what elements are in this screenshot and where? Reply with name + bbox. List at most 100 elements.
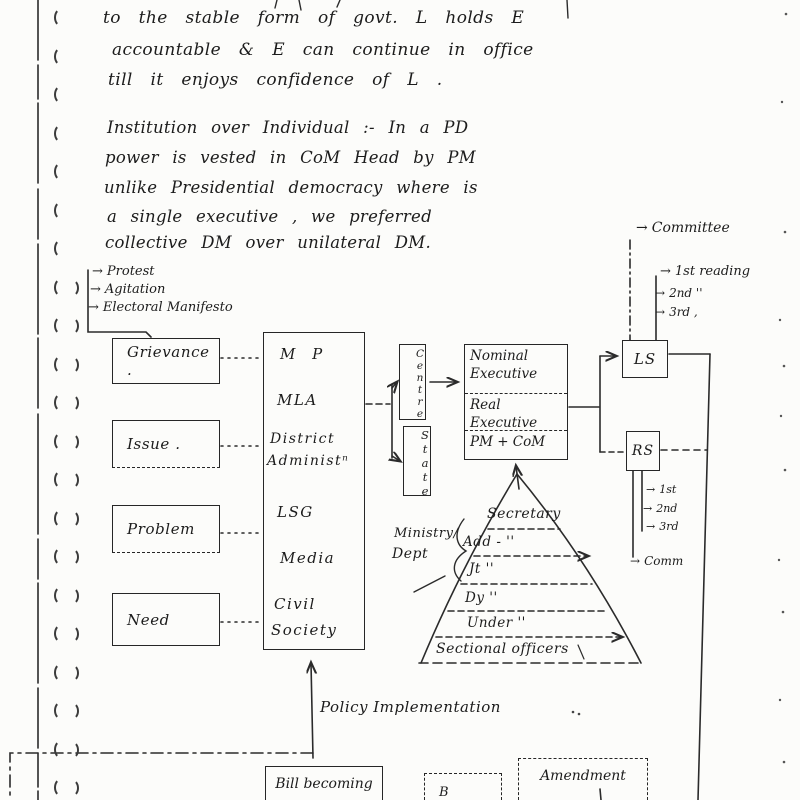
pm-com-cell: PM + CoM bbox=[465, 430, 567, 457]
arrow-right-icon: → bbox=[660, 264, 671, 279]
text-line: power is vested in CoM Head by PM bbox=[105, 148, 476, 167]
pyramid-level-label: Dy '' bbox=[465, 590, 498, 606]
spiral-binding-mark bbox=[54, 547, 79, 566]
spiral-binding-mark bbox=[54, 46, 69, 66]
ls-label: LS bbox=[633, 350, 657, 368]
spiral-binding-mark bbox=[54, 701, 79, 720]
text-line: Institution over Individual :- In a PD bbox=[107, 118, 469, 137]
state-label: State bbox=[418, 427, 432, 498]
stage-label: Issue . bbox=[127, 435, 181, 453]
stage-label: Grievance . bbox=[127, 343, 210, 379]
spiral-binding-mark bbox=[54, 393, 79, 412]
rs-reading-item: →2nd bbox=[643, 502, 677, 515]
input-item-agitation: →Agitation bbox=[90, 282, 165, 297]
rs-committee-item: →Comm bbox=[630, 554, 683, 568]
spiral-binding-mark bbox=[54, 316, 79, 335]
policy-connector bbox=[311, 663, 313, 759]
spiral-binding-mark bbox=[54, 624, 79, 643]
spiral-binding-mark bbox=[54, 8, 69, 27]
reading-label: 2nd '' bbox=[669, 286, 703, 300]
executive-connectors bbox=[568, 356, 624, 453]
input-label: Electoral Manifesto bbox=[102, 300, 233, 315]
rs-reading-item: →3rd bbox=[646, 520, 679, 533]
pyramid-level-label: Sectional officers bbox=[436, 641, 569, 657]
reading-label: 1st bbox=[659, 483, 677, 496]
arrow-right-icon: → bbox=[630, 554, 641, 568]
rs-reading-item: →1st bbox=[646, 483, 676, 496]
executive-box: Nominal Executive Real Executive PM + Co… bbox=[464, 344, 568, 460]
centre-label: Centre bbox=[414, 347, 426, 420]
pyramid-level-label: Under '' bbox=[467, 615, 526, 631]
spiral-binding-mark bbox=[54, 162, 69, 181]
partial-box: B bbox=[424, 773, 502, 800]
arrow-right-icon: → bbox=[90, 282, 101, 297]
arrow-right-icon: → bbox=[636, 220, 648, 236]
arrow-right-icon: → bbox=[643, 502, 653, 515]
policy-implementation-label: Policy Implementation bbox=[320, 698, 501, 716]
text-line: collective DM over unilateral DM. bbox=[105, 233, 432, 252]
stray-ink-marks bbox=[571, 644, 585, 716]
spiral-binding-mark bbox=[54, 85, 69, 104]
reading-label: 1st reading bbox=[674, 264, 751, 279]
actor-label: MLA bbox=[277, 391, 318, 409]
spiral-binding-mark bbox=[54, 354, 79, 374]
ls-reading-item: →1st reading bbox=[660, 264, 750, 279]
input-label: Protest bbox=[106, 264, 155, 279]
right-edge-specks bbox=[777, 12, 788, 764]
stage-label: Problem bbox=[127, 520, 195, 538]
committee-item: →Committee bbox=[636, 220, 730, 236]
comm-label: Comm bbox=[644, 554, 684, 568]
centre-box: Centre bbox=[399, 344, 426, 420]
actor-label: LSG bbox=[277, 503, 314, 521]
state-box: State bbox=[403, 426, 432, 498]
reading-label: 3rd , bbox=[669, 305, 698, 319]
spiral-binding-mark bbox=[54, 431, 79, 451]
partial-label: B bbox=[439, 785, 449, 800]
input-item-protest: →Protest bbox=[92, 264, 155, 279]
bill-label: Bill becoming bbox=[275, 776, 373, 792]
need-box: Need bbox=[112, 593, 220, 646]
text-line: accountable & E can continue in office bbox=[112, 40, 534, 60]
issue-box: Issue . bbox=[112, 420, 220, 468]
actor-label: Civil bbox=[274, 595, 316, 613]
ministry-label: Ministry/ bbox=[394, 526, 459, 541]
spiral-binding-mark bbox=[54, 123, 69, 143]
text-line: unlike Presidential democracy where is bbox=[104, 178, 478, 197]
house-connectors bbox=[632, 353, 711, 800]
stage-connectors bbox=[220, 357, 263, 623]
dept-label: Dept bbox=[392, 546, 429, 562]
spiral-binding-mark bbox=[54, 739, 79, 759]
stage-label: Need bbox=[127, 610, 170, 629]
rs-label: RS bbox=[631, 443, 655, 459]
actor-label: Society bbox=[271, 621, 338, 639]
spiral-binding-mark bbox=[54, 470, 79, 489]
committee-label: Committee bbox=[651, 220, 730, 236]
actors-box: M P MLA District Administⁿ LSG Media Civ… bbox=[263, 332, 365, 650]
actor-label: Administⁿ bbox=[267, 453, 350, 469]
text-line: a single executive , we preferred bbox=[107, 207, 432, 226]
real-executive-cell: Real Executive bbox=[465, 393, 567, 431]
spiral-binding-mark bbox=[54, 662, 79, 682]
input-item-manifesto: →Electoral Manifesto bbox=[88, 300, 233, 315]
pyramid-level-label: Add - '' bbox=[463, 534, 515, 550]
pyramid-level-label: Secretary bbox=[487, 506, 561, 522]
spiral-binding-mark bbox=[54, 277, 79, 297]
actor-label: District bbox=[270, 431, 336, 447]
reading-label: 2nd bbox=[656, 502, 678, 515]
spiral-binding-mark bbox=[54, 508, 79, 528]
arrow-right-icon: → bbox=[655, 286, 666, 300]
lok-sabha-box: LS bbox=[622, 340, 668, 378]
actor-label: Media bbox=[280, 549, 336, 567]
text-line: till it enjoys confidence of L . bbox=[108, 70, 443, 90]
actor-label: M P bbox=[280, 345, 329, 363]
bill-becoming-box: Bill becoming bbox=[265, 766, 383, 800]
text-line: to the stable form of govt. L holds E bbox=[103, 8, 525, 28]
amendment-box: Amendment bbox=[518, 758, 648, 800]
arrow-right-icon: → bbox=[646, 483, 656, 496]
problem-box: Problem bbox=[112, 505, 220, 553]
ls-reading-item: →3rd , bbox=[655, 305, 698, 319]
input-label: Agitation bbox=[104, 282, 166, 297]
spiral-binding-mark bbox=[54, 200, 69, 220]
spiral-binding-mark bbox=[54, 239, 69, 258]
